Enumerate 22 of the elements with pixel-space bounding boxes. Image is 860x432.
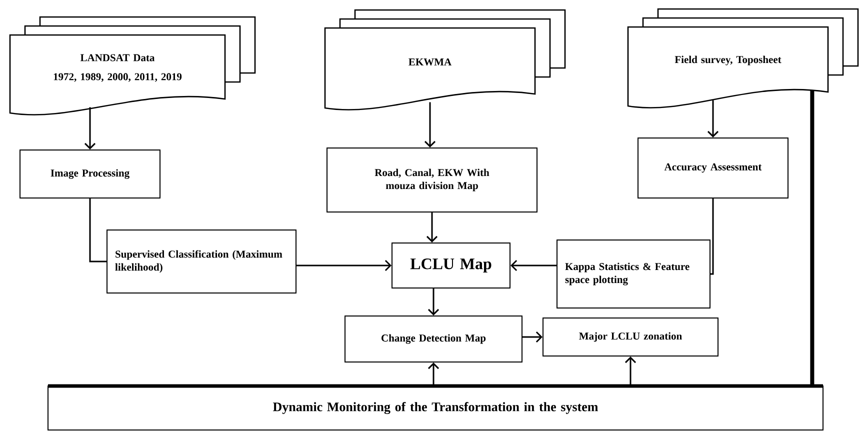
banner-box: Dynamic Monitoring of the Transformation in the system (48, 384, 824, 430)
process-box: Major LCLU zonation (542, 318, 718, 356)
document-stack: EKWMA (324, 9, 566, 110)
arrow (510, 260, 556, 272)
arrow (428, 288, 440, 316)
arrow (624, 356, 636, 386)
document-stack: Field survey, Toposheet (627, 8, 859, 108)
process-box: Change Detection Map (344, 316, 522, 362)
arrow (707, 100, 719, 138)
arrow (296, 260, 392, 272)
process-box: Image Processing (20, 150, 160, 198)
process-box: Kappa Statistics & Feature space plotting (556, 240, 710, 308)
arrow (84, 107, 96, 150)
arrow (522, 331, 542, 343)
arrow (424, 102, 436, 148)
arrow (428, 362, 440, 386)
document-stack: LANDSAT Data 1972, 1989, 2000, 2011, 2019 (9, 16, 256, 116)
process-box: LCLU Map (392, 242, 510, 288)
process-box: Road, Canal, EKW With mouza division Map (326, 148, 538, 212)
arrow (426, 212, 438, 242)
process-box: Accuracy Assessment (638, 138, 788, 198)
process-box: Supervised Classification (Maximum likelihood) (106, 230, 296, 294)
